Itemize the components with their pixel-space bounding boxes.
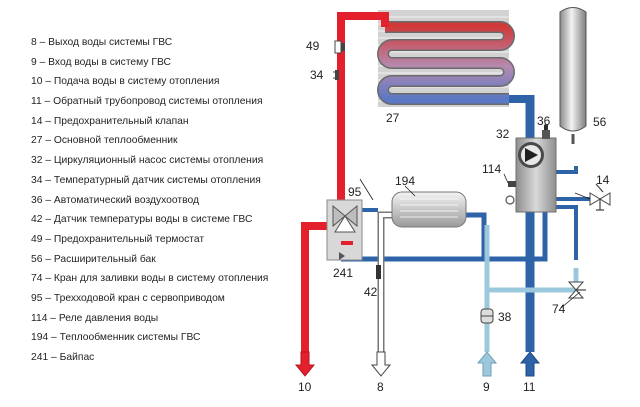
- label-34: 34: [310, 68, 324, 82]
- pressure-gauge-icon: [505, 195, 515, 205]
- main-heat-exchanger: [377, 10, 515, 107]
- legend-item-56: 56 – Расширительный бак: [31, 253, 156, 265]
- legend-item-11: 11 – Обратный трубопровод системы отопле…: [31, 96, 263, 108]
- legend-item-241: 241 – Байпас: [31, 352, 95, 363]
- legend-item-8: 8 – Выход воды системы ГВС: [31, 37, 173, 48]
- label-38: 38: [498, 310, 512, 324]
- label-8: 8: [377, 380, 384, 394]
- label-74: 74: [552, 302, 566, 316]
- label-9: 9: [483, 380, 490, 394]
- dhw-exchanger-body: [391, 191, 467, 228]
- dhw-exchanger-primary-out: [466, 212, 487, 259]
- safety-thermostat-49: [334, 40, 345, 54]
- label-36: 36: [537, 114, 551, 128]
- dhw-outlet-pipe: [379, 213, 392, 352]
- label-32: 32: [496, 127, 510, 141]
- safety-valve: [589, 183, 611, 211]
- label-241: 241: [333, 266, 353, 280]
- legend-item-10: 10 – Подача воды в систему отопления: [31, 76, 220, 88]
- expansion-tank-body: [559, 7, 587, 132]
- label-114: 114: [482, 162, 501, 176]
- dhw-temperature-sensor-42: [376, 265, 381, 279]
- legend-item-194: 194 – Теплообменник системы ГВС: [31, 332, 201, 344]
- label-95: 95: [348, 185, 362, 199]
- heating-supply-pipe: [301, 12, 389, 352]
- dhw-outlet-arrow-icon: [370, 351, 392, 377]
- legend-item-32: 32 – Циркуляционный насос системы отопле…: [31, 155, 264, 167]
- hydraulic-group: [505, 125, 557, 213]
- label-11: 11: [523, 380, 536, 394]
- bypass-return-line: [341, 210, 548, 262]
- legend-item-95: 95 – Трехходовой кран с сервоприводом: [31, 292, 225, 304]
- label-42: 42: [364, 285, 378, 299]
- label-194: 194: [395, 174, 415, 188]
- legend-list: 8 – Выход воды системы ГВС 9 – Вход воды…: [31, 33, 268, 368]
- heating-supply-arrow-icon: [294, 351, 316, 377]
- legend-item-27: 27 – Основной теплообменник: [31, 135, 178, 147]
- dhw-flow-sensor: [480, 308, 494, 324]
- exchanger-coil: [378, 22, 514, 104]
- expansion-tank-line: [555, 166, 578, 174]
- legend-item-9: 9 – Вход воды в систему ГВС: [31, 56, 171, 68]
- expansion-tank: [559, 7, 587, 144]
- legend-item-74: 74 – Кран для заливки воды в систему ото…: [31, 273, 269, 285]
- bypass-arrow: [339, 252, 345, 260]
- temperature-sensor-34: [333, 70, 339, 80]
- label-49: 49: [306, 39, 320, 53]
- legend-item-49: 49 – Предохранительный термостат: [31, 233, 205, 245]
- label-14: 14: [596, 173, 610, 187]
- legend-item-36: 36 – Автоматический воздухоотвод: [31, 194, 199, 206]
- label-27: 27: [386, 111, 400, 125]
- legend-item-14: 14 – Предохранительный клапан: [31, 115, 189, 127]
- pressure-switch-114: [508, 181, 516, 187]
- dhw-heat-exchanger: [391, 191, 467, 228]
- legend-item-42: 42 – Датчик температуры воды в системе Г…: [31, 214, 253, 226]
- three-way-valve: [326, 199, 363, 261]
- label-56: 56: [593, 115, 607, 129]
- legend-item-114: 114 – Реле давления воды: [31, 312, 159, 324]
- filling-tap: [567, 281, 586, 299]
- cold-water-inlet-arrow-icon: [476, 351, 498, 377]
- label-10: 10: [298, 380, 312, 394]
- legend-item-34: 34 – Температурный датчик системы отопле…: [31, 174, 261, 186]
- air-vent-36: [542, 130, 550, 139]
- heating-return-arrow-icon: [519, 351, 541, 377]
